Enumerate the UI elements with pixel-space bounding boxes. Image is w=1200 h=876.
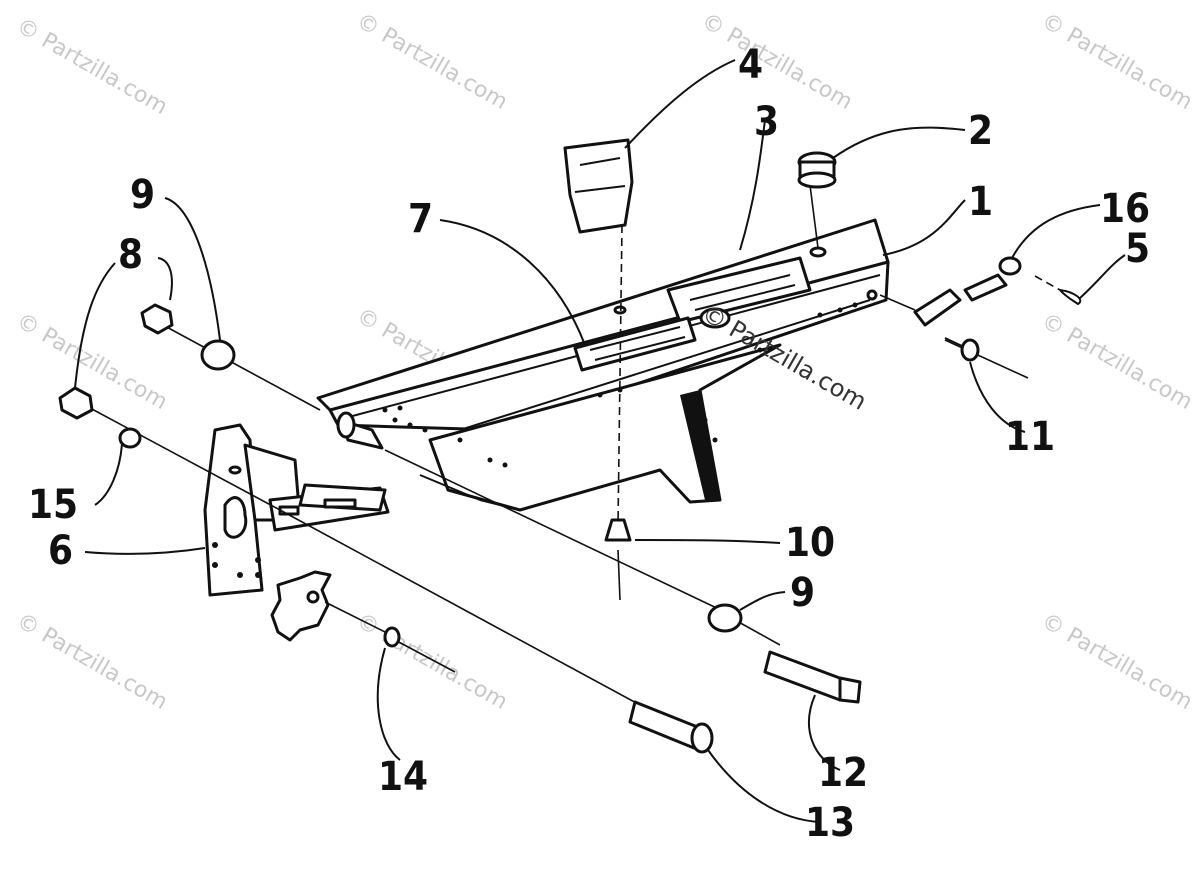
watermark: © Partzilla.com	[12, 14, 172, 121]
watermark: © Partzilla.com	[1037, 9, 1197, 116]
callout-9b: 9	[790, 570, 815, 616]
callout-4: 4	[738, 42, 763, 88]
watermark: © Partzilla.com	[352, 609, 512, 716]
watermark: © Partzilla.com	[1037, 309, 1197, 416]
watermark: © Partzilla.com	[352, 9, 512, 116]
callout-10: 10	[785, 520, 835, 566]
callout-11: 11	[1005, 414, 1055, 460]
assembly-axes	[89, 184, 1061, 706]
leader-lines	[74, 59, 1126, 823]
watermark: © Partzilla.com	[12, 609, 172, 716]
watermark: © Partzilla.com	[1037, 609, 1197, 716]
callout-5: 5	[1125, 226, 1150, 272]
mounting-bracket	[203, 423, 390, 597]
callout-16: 16	[1100, 186, 1150, 232]
callout-13: 13	[805, 800, 855, 846]
hardware	[58, 138, 1082, 754]
callout-14: 14	[378, 754, 428, 800]
callout-labels: 1 2 3 4 5 6 7 8 8 9 9 10 11 12 13 14 15 …	[28, 42, 1150, 846]
callout-6: 6	[48, 528, 73, 574]
gear-plate	[270, 570, 332, 642]
callout-9: 9	[130, 172, 155, 218]
callout-15: 15	[28, 482, 78, 528]
callout-1: 1	[968, 179, 993, 225]
callout-7: 7	[408, 196, 433, 242]
callout-2: 2	[968, 108, 993, 154]
callout-3: 3	[754, 99, 779, 145]
frame-assembly: © Partzilla.com	[316, 218, 890, 512]
callout-12: 12	[818, 750, 868, 796]
callout-8b: 8	[118, 232, 143, 278]
